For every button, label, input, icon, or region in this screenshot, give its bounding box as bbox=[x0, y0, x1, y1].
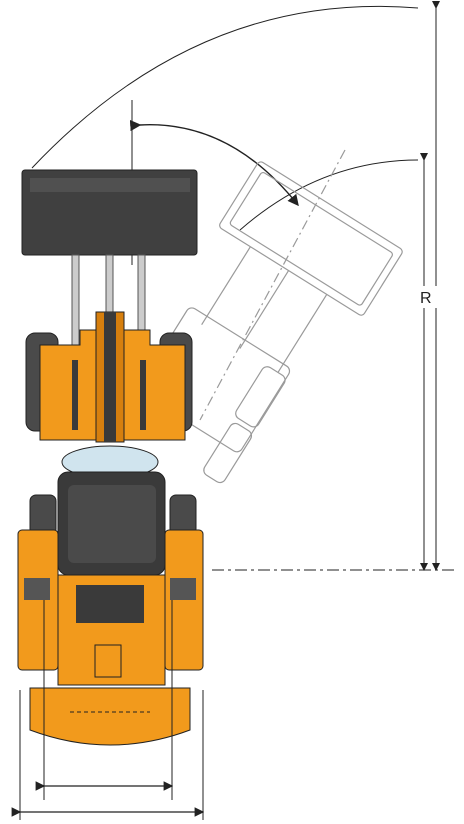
counterweight bbox=[29, 687, 191, 746]
rear-frame bbox=[17, 529, 204, 686]
inner-turning-arc bbox=[239, 159, 419, 231]
ghost-turned-loader bbox=[138, 149, 403, 484]
overall-width bbox=[11, 690, 205, 820]
front-frame bbox=[39, 311, 186, 443]
rear-tire-left bbox=[29, 494, 57, 536]
steering-angle-arrow bbox=[129, 119, 299, 207]
radius-label: R bbox=[420, 290, 432, 307]
track-width bbox=[35, 600, 174, 800]
outer-turning-arc bbox=[31, 5, 419, 169]
rear-tire-right bbox=[169, 494, 197, 536]
